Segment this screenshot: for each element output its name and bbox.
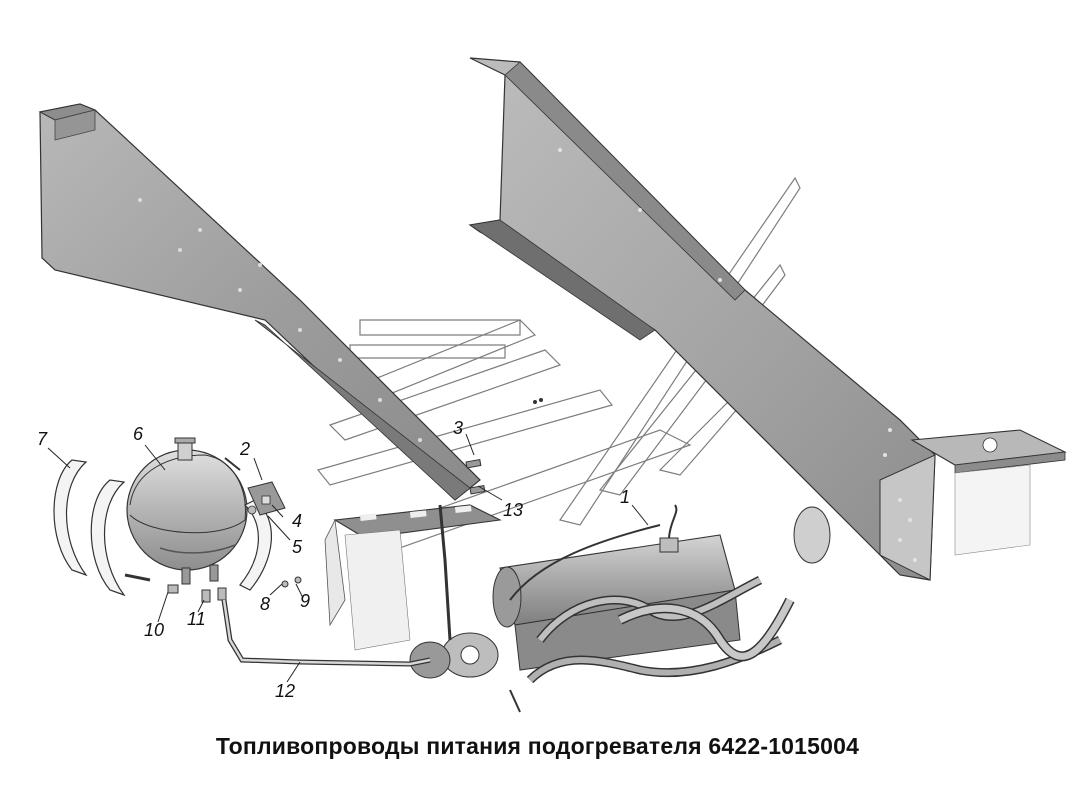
heater-mounting-plate xyxy=(324,504,502,651)
callout-7: 7 xyxy=(37,429,48,449)
callout-3: 3 xyxy=(453,418,463,438)
fuel-pump-bracket xyxy=(247,481,286,516)
callout-11: 11 xyxy=(187,609,206,629)
diagram-caption: Топливопроводы питания подогревателя 642… xyxy=(215,733,860,759)
heater-unit xyxy=(409,504,795,713)
callout-1: 1 xyxy=(620,487,630,507)
callout-10: 10 xyxy=(144,620,164,640)
callout-12: 12 xyxy=(275,681,295,701)
callout-6: 6 xyxy=(133,424,144,444)
callout-13: 13 xyxy=(503,500,523,520)
callout-2: 2 xyxy=(239,439,250,459)
callout-4: 4 xyxy=(292,511,302,531)
callout-5: 5 xyxy=(292,537,303,557)
fuel-line xyxy=(221,504,661,667)
callout-8: 8 xyxy=(260,594,270,614)
callout-9: 9 xyxy=(300,591,310,611)
right-frame-rail xyxy=(468,57,1067,581)
left-frame-rail xyxy=(38,103,481,501)
fuel-tank xyxy=(126,437,248,585)
callout-labels: 1 2 3 4 5 6 7 8 9 10 11 12 13 xyxy=(37,418,630,701)
leader-lines xyxy=(47,433,649,683)
tank-mounting-straps xyxy=(53,457,273,597)
